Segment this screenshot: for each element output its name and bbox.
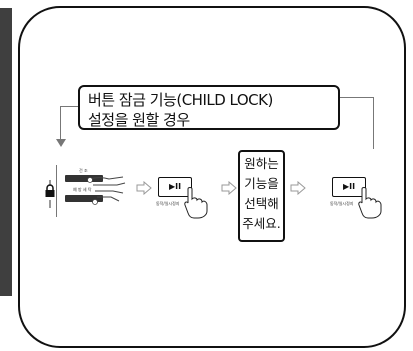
title-box: 버튼 잠금 기능(CHILD LOCK) 설정을 원할 경우: [78, 85, 340, 130]
arrow-right-icon: [136, 180, 152, 199]
title-line-1: 버튼 잠금 기능(CHILD LOCK): [88, 91, 273, 109]
title-bracket-left: [60, 106, 78, 140]
message-line-2: 기능을: [244, 176, 279, 191]
start-pause-button[interactable]: ▶II: [158, 177, 192, 197]
hand-pointer-icon: [358, 187, 388, 223]
control-panel: 건 조 예 방 세 탁: [56, 165, 129, 217]
arrow-right-icon: [290, 180, 306, 199]
title-line-2: 설정을 원할 경우: [88, 111, 190, 129]
start-pause-button[interactable]: ▶II: [332, 177, 366, 197]
title-bracket-right: [340, 97, 374, 149]
select-function-message: 원하는 기능을 선택해 주세요.: [238, 150, 285, 242]
panel-label-top: 건 조: [79, 168, 88, 173]
prewash-button[interactable]: [65, 195, 103, 202]
left-side-bar: [0, 8, 12, 296]
start-pause-group-2: ▶II 동작/일시정지: [330, 177, 394, 227]
lock-icon: [44, 180, 56, 208]
message-line-4: 주세요.: [242, 216, 281, 231]
button-caption: 동작/일시정지: [156, 201, 180, 206]
hand-pointer-icon: [87, 171, 129, 213]
message-line-3: 선택해: [244, 196, 279, 211]
start-pause-group-1: ▶II 동작/일시정지: [156, 177, 218, 227]
arrow-right-icon: [221, 180, 237, 199]
button-caption: 동작/일시정지: [330, 201, 354, 206]
dry-button[interactable]: [65, 175, 103, 182]
hand-pointer-icon: [184, 187, 214, 223]
message-line-1: 원하는: [244, 156, 279, 171]
down-arrowhead: [56, 139, 66, 147]
panel-label-bottom: 예 방 세 탁: [73, 187, 92, 192]
